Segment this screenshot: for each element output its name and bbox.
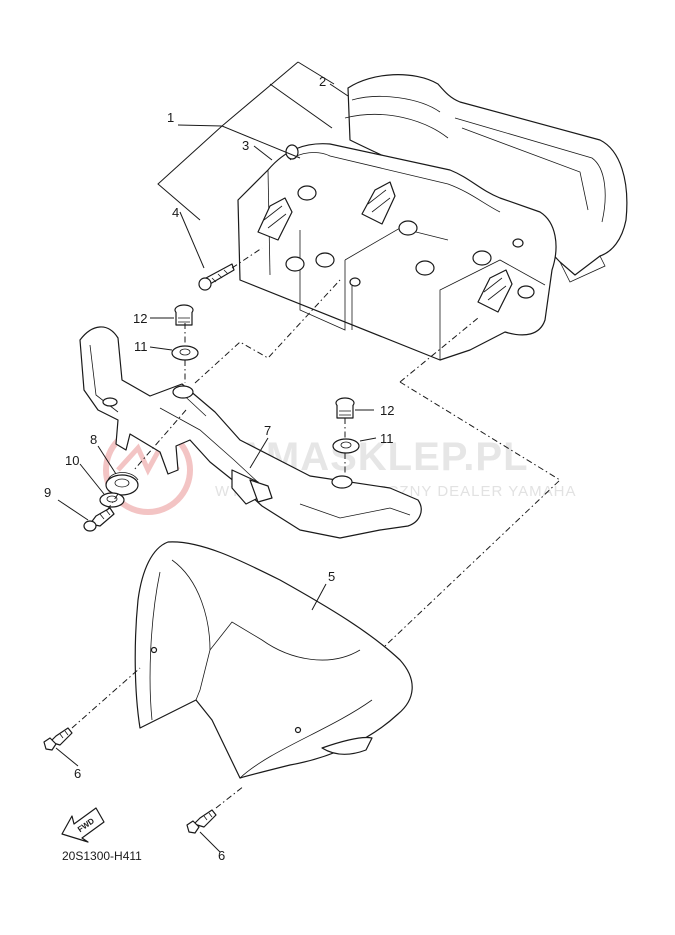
meter-bosses [285, 144, 535, 299]
screw-6-lower [186, 809, 217, 834]
callout-8: 8 [90, 432, 97, 447]
meter-bracket-7 [79, 326, 422, 539]
callout-leaders [55, 61, 377, 853]
bolt-12-right [335, 397, 355, 419]
collar-10 [99, 492, 125, 508]
callout-9: 9 [44, 485, 51, 500]
meter-damper-grommets [257, 181, 513, 313]
screw-9 [83, 507, 115, 532]
callout-numbers: 1 2 3 4 5 6 6 7 8 9 10 11 11 12 12 [44, 74, 394, 863]
screw-6-upper [43, 727, 73, 751]
screw-4 [198, 263, 235, 291]
callout-5: 5 [328, 569, 335, 584]
callout-6-upper: 6 [74, 766, 81, 781]
diagram-code: 20S1300-H411 [62, 849, 142, 863]
washer-11-right [332, 438, 360, 454]
callout-11-left: 11 [134, 339, 148, 354]
washer-11-left [171, 345, 199, 361]
callout-11-right: 11 [380, 431, 394, 446]
meter-cover-5 [134, 541, 413, 779]
callout-3: 3 [242, 138, 249, 153]
callout-12-right: 12 [380, 403, 394, 418]
bolt-12-left [174, 304, 194, 326]
callout-1: 1 [167, 110, 174, 125]
meter-cover-upper [344, 74, 628, 283]
meter-case-lower [237, 143, 557, 361]
callout-4: 4 [172, 205, 179, 220]
callout-6-lower: 6 [218, 848, 225, 863]
callout-2: 2 [319, 74, 326, 89]
callout-12-left: 12 [133, 311, 147, 326]
fwd-arrow-icon: FWD [61, 807, 105, 843]
assembly-lines [71, 247, 561, 809]
damper-8 [105, 472, 139, 496]
callout-7: 7 [264, 423, 271, 438]
callout-10: 10 [65, 453, 79, 468]
